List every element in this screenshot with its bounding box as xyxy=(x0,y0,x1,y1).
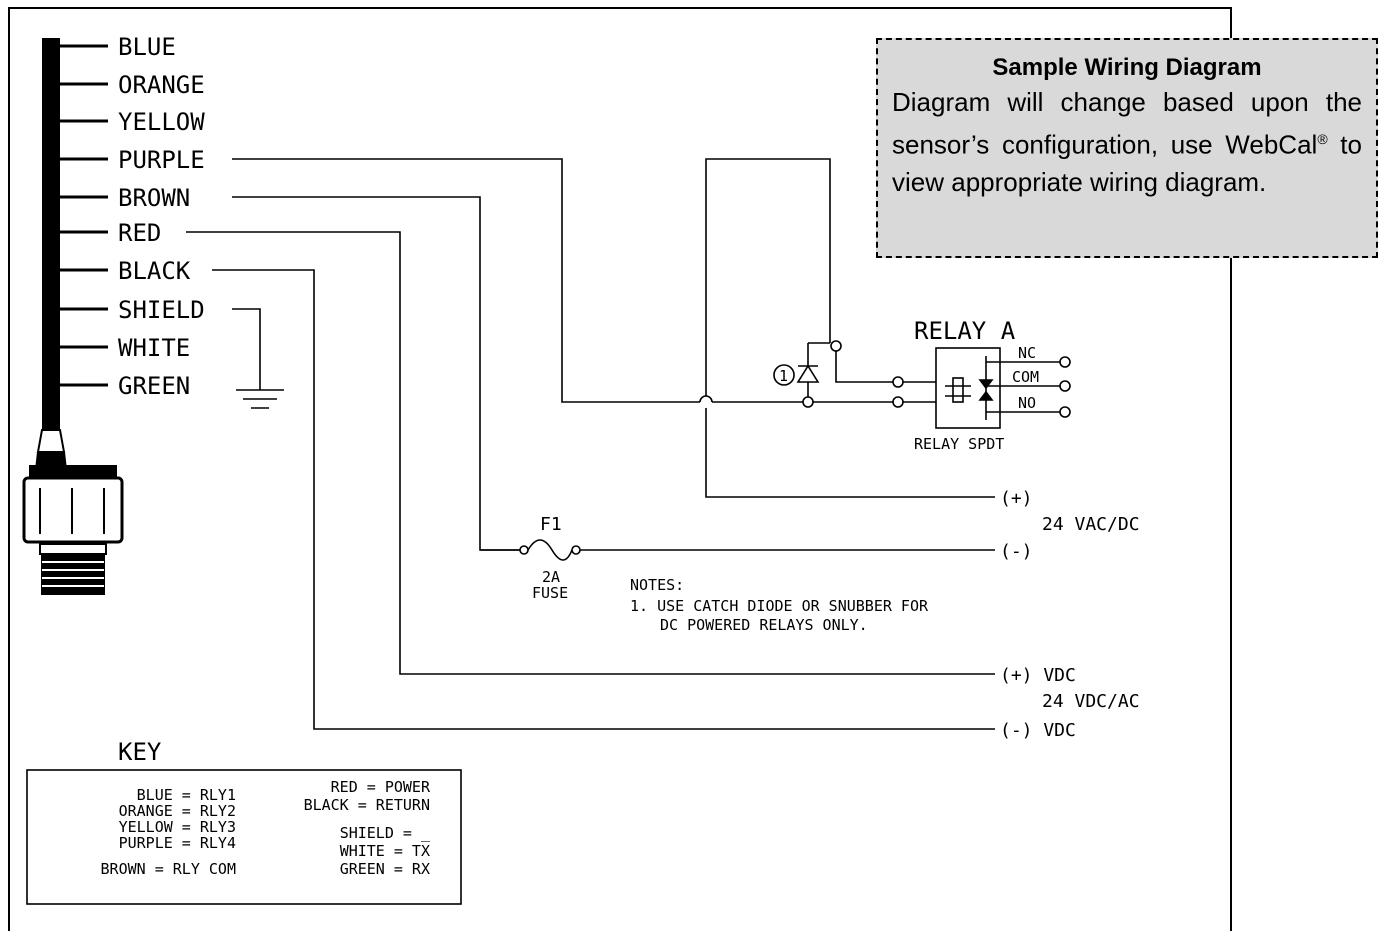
wire-label-shield: SHIELD xyxy=(118,296,205,324)
wire-stubs xyxy=(60,44,108,387)
relay-nc-label: NC xyxy=(1018,344,1036,362)
key-entry: GREEN = RX xyxy=(340,860,430,878)
wire-label-orange: ORANGE xyxy=(118,71,205,99)
relay-title: RELAY A xyxy=(914,317,1016,345)
relay-type-label: RELAY SPDT xyxy=(914,435,1004,453)
wire-label-blue: BLUE xyxy=(118,33,176,61)
notes-line-1: 1. USE CATCH DIODE OR SNUBBER FOR xyxy=(630,597,929,615)
diode-marker: 1 xyxy=(779,367,788,385)
diagram-frame xyxy=(8,7,1232,931)
key-entry: SHIELD = _ xyxy=(340,824,431,842)
wire-label-white: WHITE xyxy=(118,334,190,362)
key-entry: PURPLE = RLY4 xyxy=(119,834,236,852)
wire-label-green: GREEN xyxy=(118,372,190,400)
sensor-cable xyxy=(42,38,60,430)
key-left-column: BLUE = RLY1 ORANGE = RLY2 YELLOW = RLY3 … xyxy=(101,786,236,878)
key-entry: BROWN = RLY COM xyxy=(101,860,236,878)
wire-label-yellow: YELLOW xyxy=(118,108,205,136)
sample-wiring-callout: Sample Wiring Diagram Diagram will chang… xyxy=(876,38,1378,258)
wiring-lines xyxy=(186,158,995,730)
wire-label-purple: PURPLE xyxy=(118,146,205,174)
supply-label-2: 24 VDC/AC xyxy=(1042,691,1140,712)
key-entry: YELLOW = RLY3 xyxy=(119,818,236,836)
relay-block xyxy=(892,347,1071,429)
fuse-symbol xyxy=(480,539,581,561)
sensor-body xyxy=(22,429,124,595)
fuse-label: FUSE xyxy=(532,584,568,602)
notes-line-2: DC POWERED RELAYS ONLY. xyxy=(660,616,868,634)
key-entry: BLUE = RLY1 xyxy=(137,786,236,804)
notes-title: NOTES: xyxy=(630,576,684,594)
fuse-rating: 2A xyxy=(542,568,560,586)
terminal-plus-1: (+) xyxy=(1000,488,1033,509)
callout-body-text: Diagram will change based upon the senso… xyxy=(892,87,1362,160)
terminal-minus-1: (-) xyxy=(1000,541,1033,562)
key-entry: ORANGE = RLY2 xyxy=(119,802,236,820)
wire-label-black: BLACK xyxy=(118,257,191,285)
key-title: KEY xyxy=(118,738,162,766)
catch-diode xyxy=(773,340,842,408)
wire-label-red: RED xyxy=(118,219,161,247)
key-entry: RED = POWER xyxy=(331,778,431,796)
key-entry: BLACK = RETURN xyxy=(304,796,430,814)
callout-body: Diagram will change based upon the senso… xyxy=(892,84,1362,201)
fuse-designator: F1 xyxy=(540,514,562,535)
supply-label-1: 24 VAC/DC xyxy=(1042,514,1140,535)
registered-mark: ® xyxy=(1317,131,1328,147)
relay-com-label: COM xyxy=(1012,368,1039,386)
callout-title: Sample Wiring Diagram xyxy=(992,54,1262,81)
terminal-plus-2: (+) VDC xyxy=(1000,665,1076,686)
callout-body-text-end: to view appropriate wiring diagram. xyxy=(892,129,1362,197)
key-right-column: RED = POWER BLACK = RETURN SHIELD = _ WH… xyxy=(304,778,431,878)
terminal-minus-2: (-) VDC xyxy=(1000,720,1076,741)
wire-label-brown: BROWN xyxy=(118,184,190,212)
key-box xyxy=(26,769,462,905)
relay-no-label: NO xyxy=(1018,394,1036,412)
key-entry: WHITE = TX xyxy=(340,842,430,860)
